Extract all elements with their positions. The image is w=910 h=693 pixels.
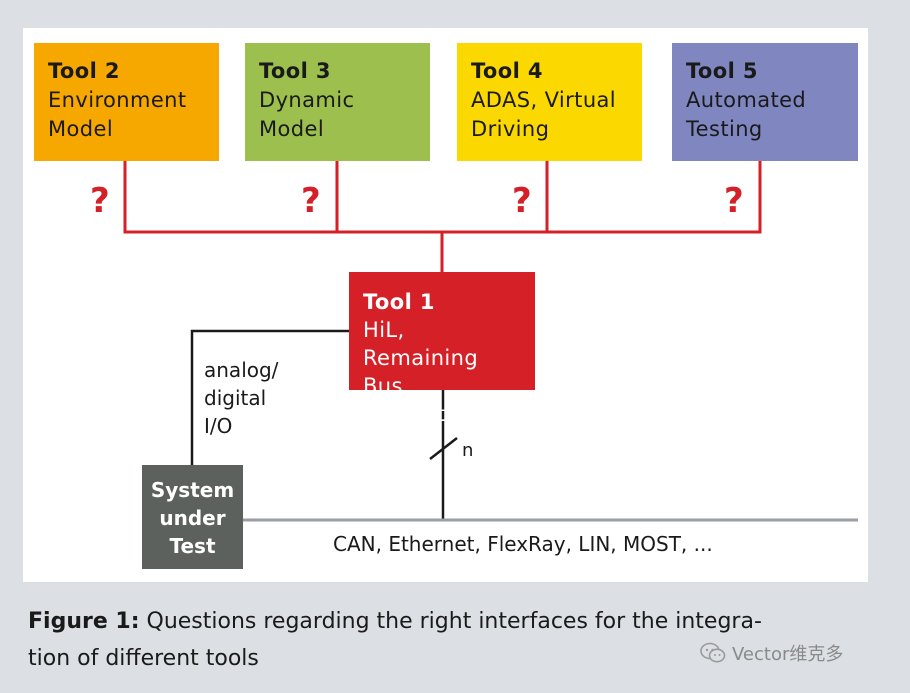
- watermark-text: Vector维克多: [732, 644, 844, 665]
- caption-figure-number: Figure 1:: [28, 609, 140, 634]
- tool-2-box: Tool 2 Environment Model: [34, 43, 219, 161]
- bus-types-label: CAN, Ethernet, FlexRay, LIN, MOST, ...: [333, 532, 713, 556]
- io-label: analog/ digital I/O: [204, 356, 314, 440]
- io-label-line-2: digital: [204, 386, 267, 410]
- watermark: Vector维克多: [700, 640, 843, 666]
- figure-caption: Figure 1: Questions regarding the right …: [28, 603, 858, 677]
- tool-2-desc-line-2: Model: [48, 117, 114, 141]
- question-mark-tool-3: ?: [301, 181, 321, 221]
- sut-line-1: System: [150, 478, 235, 502]
- caption-text: Questions regarding the right interfaces…: [139, 609, 762, 634]
- tool-3-desc-line-2: Model: [259, 117, 325, 141]
- tool-4-box: Tool 4 ADAS, Virtual Driving: [457, 43, 642, 161]
- io-line: [190, 329, 349, 465]
- tool-1-box: Tool 1 HiL, Remaining Bus Simulation: [349, 272, 535, 426]
- tool-5-desc-line-2: Testing: [686, 117, 763, 141]
- tool-3-desc-line-1: Dynamic: [259, 88, 355, 112]
- tool-4-desc-line-2: Driving: [471, 117, 550, 141]
- question-mark-tool-5: ?: [724, 181, 744, 221]
- tool-5-title: Tool 5: [686, 59, 758, 83]
- sut-line-3: Test: [169, 534, 216, 558]
- io-label-line-1: analog/: [204, 358, 279, 382]
- io-label-line-3: I/O: [204, 414, 233, 438]
- caption-text-line-2: tion of different tools: [28, 646, 259, 671]
- tool-2-title: Tool 2: [48, 59, 120, 83]
- tool-1-title: Tool 1: [363, 290, 435, 314]
- tool-4-desc-line-1: ADAS, Virtual: [471, 88, 617, 112]
- tool-3-title: Tool 3: [259, 59, 331, 83]
- tool-5-desc-line-1: Automated: [686, 88, 807, 112]
- tool-5-box: Tool 5 Automated Testing: [672, 43, 858, 161]
- n-slash: [429, 437, 458, 460]
- tool-1-desc-line-1: HiL, Remaining: [363, 318, 479, 370]
- sut-line-2: under: [159, 506, 226, 530]
- tool-1-desc-line-2: Bus Simulation: [363, 374, 479, 426]
- tool-4-title: Tool 4: [471, 59, 543, 83]
- wechat-icon: [700, 642, 726, 663]
- question-mark-tool-2: ?: [90, 181, 110, 221]
- bus-count-label: n: [462, 440, 474, 461]
- tool-3-box: Tool 3 Dynamic Model: [245, 43, 430, 161]
- system-under-test-box: System under Test: [142, 465, 243, 569]
- question-mark-tool-4: ?: [512, 181, 532, 221]
- tool-2-desc-line-1: Environment: [48, 88, 187, 112]
